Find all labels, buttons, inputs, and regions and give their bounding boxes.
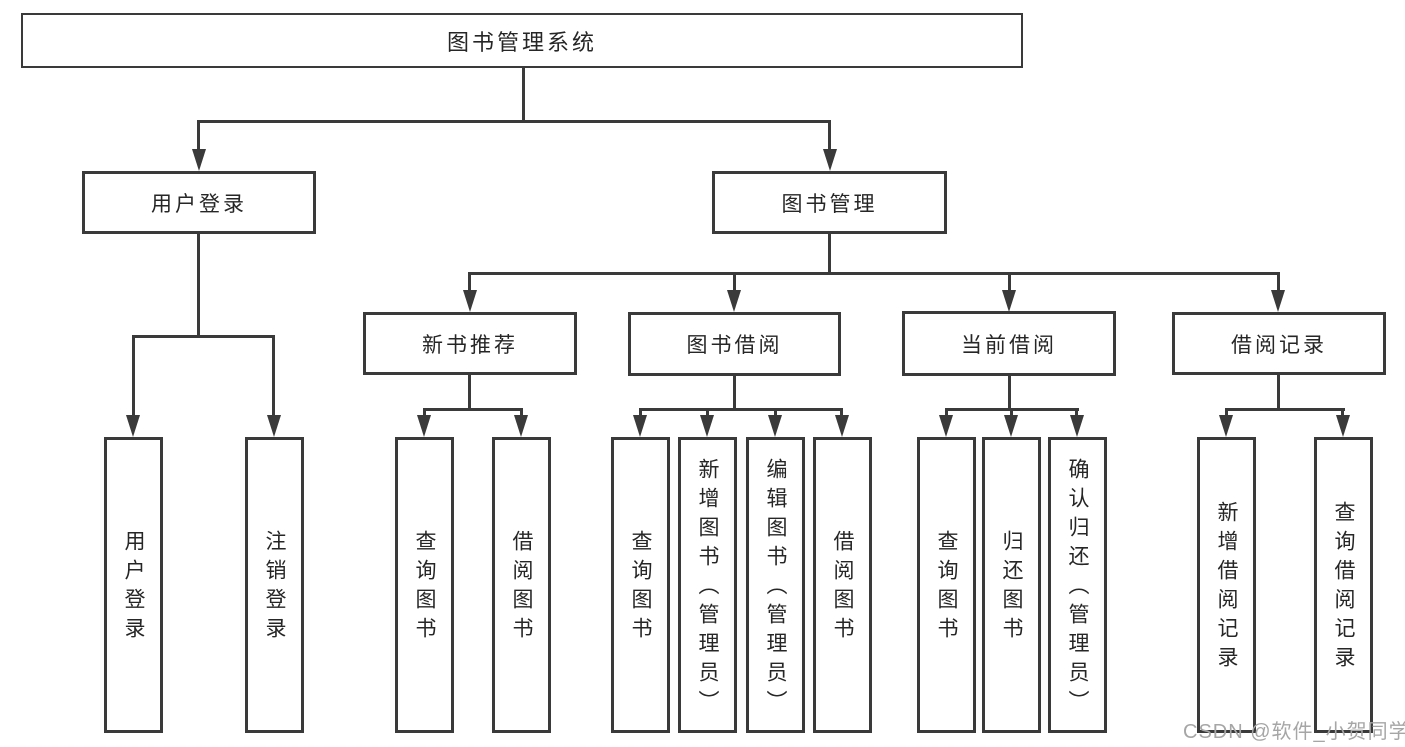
arrowhead-leaf-borrow-books [835,415,849,437]
arrowhead-to-recommend [463,290,477,312]
csdn-watermark: CSDN @软件_小贺同学 [1183,721,1405,743]
connector-root-rail [197,120,831,123]
connector-borrow-rail [639,408,843,411]
node-current-borrow: 当前借阅 [902,311,1116,376]
leaf-query-books-current: 查询图书 [917,437,976,733]
node-new-book-recommend: 新书推荐 [363,312,577,375]
arrowhead-to-records [1271,290,1285,312]
connector-user-login-rail [132,335,275,338]
connector-records-stem [1277,375,1280,411]
connector-leaf4-stem [520,408,523,419]
node-book-management: 图书管理 [712,171,947,234]
leaf-confirm-return-admin: 确认归还（管理员） [1048,437,1107,733]
leaf-query-books-recommend: 查询图书 [395,437,454,733]
connector-current-stem [1008,376,1011,411]
connector-leaf9-stem [945,408,948,419]
connector-leaf13-stem [1341,408,1344,419]
connector-records-rail [1225,408,1345,411]
arrowhead-leaf-confirm-return [1070,415,1084,437]
connector-leaf7-stem [774,408,777,419]
arrowhead-to-current [1002,290,1016,312]
connector-borrow-stem [733,376,736,411]
leaf-add-borrow-record: 新增借阅记录 [1197,437,1256,733]
connector-recommend-stem [468,375,471,411]
leaf-edit-book-admin: 编辑图书（管理员） [746,437,805,733]
connector-leaf5-stem [639,408,642,419]
connector-to-recommend-stem [468,272,471,294]
leaf-logout: 注销登录 [245,437,304,733]
node-book-borrow: 图书借阅 [628,312,841,376]
node-user-login: 用户登录 [82,171,316,234]
connector-to-book-mgmt-stem [828,120,831,154]
arrowhead-leaf-query-books-current [939,415,953,437]
arrowhead-leaf-edit-book [768,415,782,437]
leaf-query-books-borrow: 查询图书 [611,437,670,733]
connector-to-current-stem [1008,272,1011,294]
arrowhead-to-borrow [727,290,741,312]
connector-to-records-stem [1277,272,1280,294]
node-library-system: 图书管理系统 [21,13,1023,68]
connector-leaf10-stem [1010,408,1013,419]
leaf-borrow-books-borrow: 借阅图书 [813,437,872,733]
connector-user-login-stem [197,234,200,338]
leaf-borrow-books-recommend: 借阅图书 [492,437,551,733]
leaf-return-book: 归还图书 [982,437,1041,733]
connector-leaf1-stem [132,335,135,419]
connector-book-mgmt-stem [828,234,831,275]
arrowhead-to-book-mgmt [823,149,837,171]
arrowhead-leaf-query-borrow-record [1336,415,1350,437]
leaf-add-book-admin: 新增图书（管理员） [678,437,737,733]
connector-recommend-rail [423,408,523,411]
connector-leaf6-stem [706,408,709,419]
node-borrow-records: 借阅记录 [1172,312,1386,375]
arrowhead-leaf-return-book [1004,415,1018,437]
connector-level3-rail [468,272,1280,275]
arrowhead-leaf-add-book [700,415,714,437]
connector-leaf2-stem [272,335,275,419]
connector-leaf11-stem [1075,408,1078,419]
arrowhead-leaf-query-books-borrow [633,415,647,437]
connector-root-stem [522,67,525,122]
leaf-query-borrow-record: 查询借阅记录 [1314,437,1373,733]
arrowhead-leaf-user-login [126,415,140,437]
arrowhead-leaf-query-books-recommend [417,415,431,437]
arrowhead-leaf-add-borrow-record [1219,415,1233,437]
connector-leaf3-stem [423,408,426,419]
connector-leaf12-stem [1225,408,1228,419]
arrowhead-leaf-borrow-books-recommend [514,415,528,437]
leaf-user-login: 用户登录 [104,437,163,733]
arrowhead-to-user-login [192,149,206,171]
connector-leaf8-stem [840,408,843,419]
connector-to-user-login-stem [197,120,200,154]
connector-to-borrow-stem [733,272,736,294]
arrowhead-leaf-logout [267,415,281,437]
